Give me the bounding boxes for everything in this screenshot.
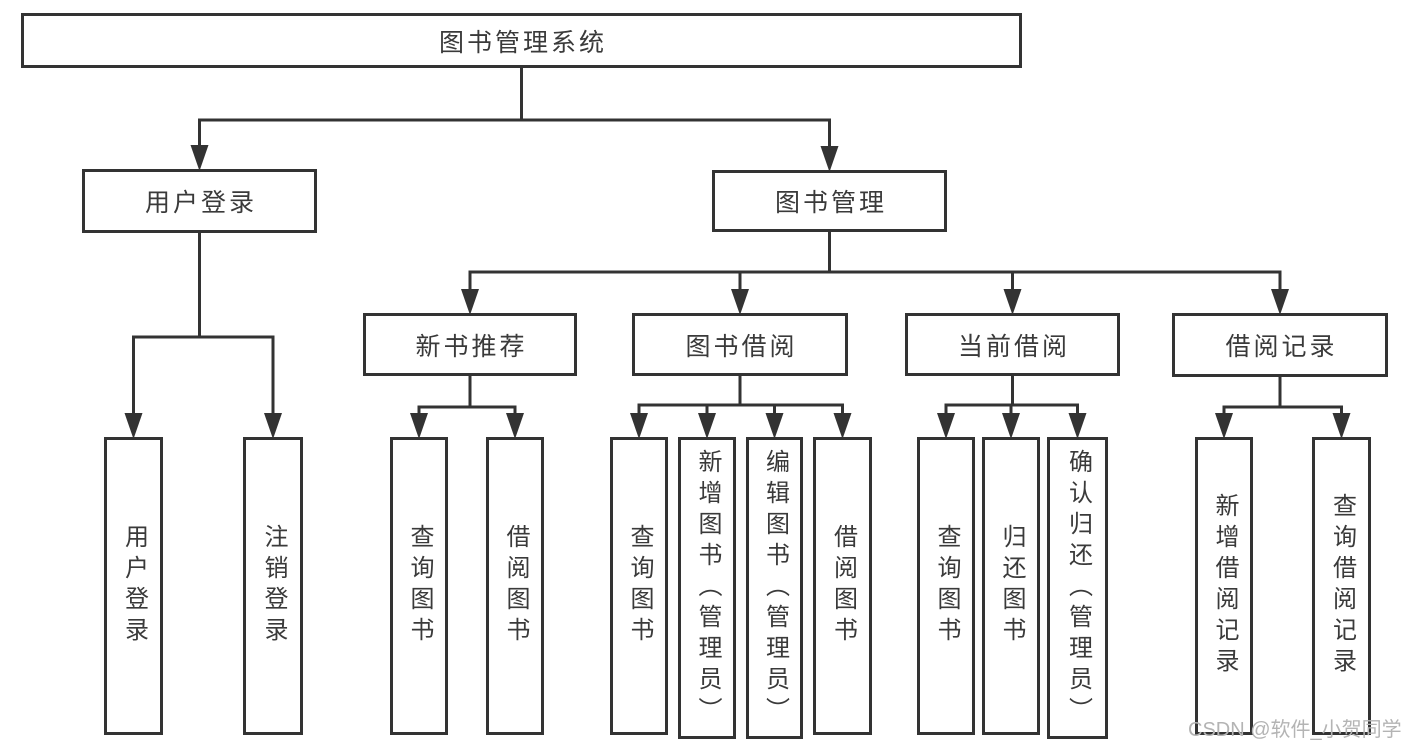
connector-path xyxy=(132,232,275,433)
arrowhead xyxy=(190,145,209,171)
node-label-bb-borrow: 借阅图书 xyxy=(829,524,857,648)
connector-path xyxy=(468,231,1282,309)
arrowhead xyxy=(410,413,428,439)
connector-path xyxy=(417,375,517,433)
node-label-user-login: 用户登录 xyxy=(144,189,257,217)
arrowhead xyxy=(1332,413,1351,439)
connector-path xyxy=(198,67,831,166)
node-label-cb-confirm: 确认归还（管理员） xyxy=(1064,448,1092,728)
arrowhead xyxy=(1003,289,1022,315)
node-bb-borrow: 借阅图书 xyxy=(813,437,872,735)
node-label-cb-query: 查询图书 xyxy=(933,524,960,648)
connector-path xyxy=(637,375,844,433)
node-bb-add: 新增图书（管理员） xyxy=(678,437,736,739)
arrowhead xyxy=(820,146,839,172)
node-label-br-query: 查询借阅记录 xyxy=(1328,493,1356,679)
node-label-nb-borrow: 借阅图书 xyxy=(502,524,529,648)
node-label-root: 图书管理系统 xyxy=(438,28,607,57)
node-nb-query: 查询图书 xyxy=(390,437,448,735)
node-label-leaf-logout: 注销登录 xyxy=(260,524,287,648)
node-root: 图书管理系统 xyxy=(21,13,1022,68)
node-book-borrow: 图书借阅 xyxy=(632,313,848,376)
arrowhead xyxy=(124,413,143,439)
node-br-query: 查询借阅记录 xyxy=(1312,437,1371,735)
node-leaf-user-login: 用户登录 xyxy=(104,437,163,735)
node-label-bb-edit: 编辑图书（管理员） xyxy=(761,448,789,728)
node-label-current-borrow: 当前借阅 xyxy=(957,332,1070,361)
node-cb-confirm: 确认归还（管理员） xyxy=(1047,437,1108,739)
arrowhead xyxy=(506,413,524,439)
arrowhead xyxy=(698,413,716,439)
node-borrow-records: 借阅记录 xyxy=(1172,313,1388,377)
node-br-add: 新增借阅记录 xyxy=(1195,437,1253,735)
arrowhead xyxy=(461,289,479,315)
watermark: CSDN @软件_小贺同学 xyxy=(1188,719,1402,741)
node-label-bb-query: 查询图书 xyxy=(626,524,653,648)
connector-path xyxy=(944,375,1079,433)
arrowhead xyxy=(630,413,648,439)
arrowhead xyxy=(765,413,784,439)
node-label-bb-add: 新增图书（管理员） xyxy=(694,448,721,728)
node-label-br-add: 新增借阅记录 xyxy=(1211,493,1238,679)
connector-path xyxy=(1222,376,1343,433)
arrowhead xyxy=(833,413,852,439)
arrowhead xyxy=(731,289,749,315)
node-bb-query: 查询图书 xyxy=(610,437,668,735)
node-nb-borrow: 借阅图书 xyxy=(486,437,544,735)
arrowhead xyxy=(937,413,955,439)
node-label-nb-query: 查询图书 xyxy=(406,524,433,648)
node-bb-edit: 编辑图书（管理员） xyxy=(746,437,803,739)
arrowhead xyxy=(1068,413,1087,439)
node-leaf-logout: 注销登录 xyxy=(243,437,303,735)
node-label-leaf-user-login: 用户登录 xyxy=(120,524,148,648)
node-book-mgmt: 图书管理 xyxy=(712,170,947,232)
node-label-borrow-records: 借阅记录 xyxy=(1225,333,1338,361)
node-current-borrow: 当前借阅 xyxy=(905,313,1120,376)
arrowhead xyxy=(264,413,282,439)
node-new-book-rec: 新书推荐 xyxy=(363,313,577,376)
arrowhead xyxy=(1215,413,1233,439)
node-label-cb-return: 归还图书 xyxy=(998,524,1025,648)
arrowhead xyxy=(1271,289,1289,315)
arrowhead xyxy=(1002,413,1020,439)
node-user-login: 用户登录 xyxy=(82,169,317,233)
node-cb-return: 归还图书 xyxy=(982,437,1040,735)
node-label-book-mgmt: 图书管理 xyxy=(774,189,887,217)
node-cb-query: 查询图书 xyxy=(917,437,975,735)
node-label-new-book-rec: 新书推荐 xyxy=(415,332,528,361)
node-label-book-borrow: 图书借阅 xyxy=(685,332,798,361)
